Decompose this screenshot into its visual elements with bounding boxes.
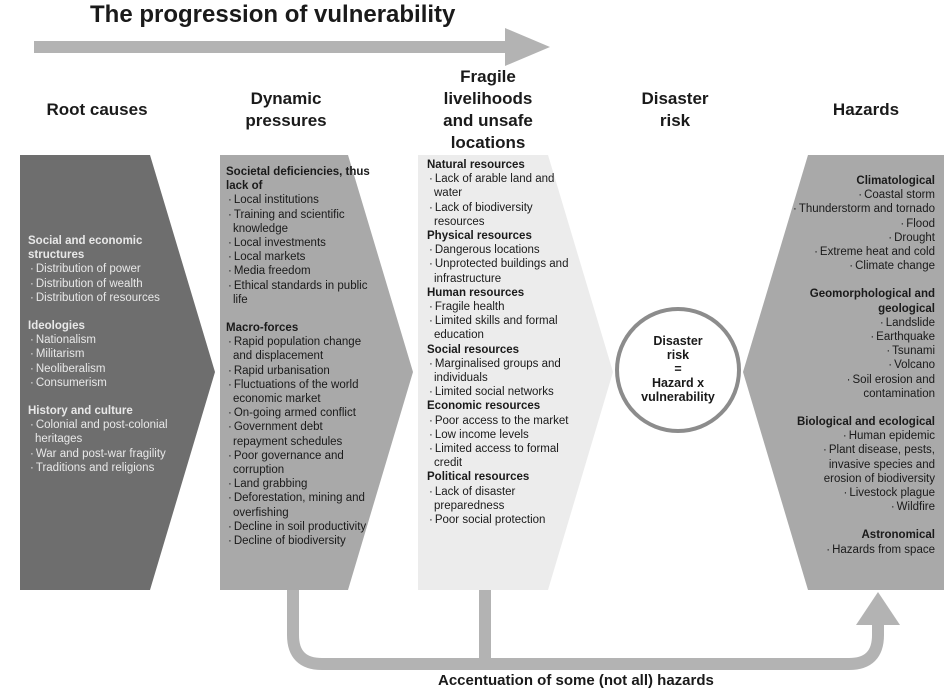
feedback-connector-fragile bbox=[479, 588, 491, 658]
equation-line-4: Hazard x bbox=[651, 376, 705, 390]
disaster-risk-circle bbox=[615, 307, 741, 433]
section-gap bbox=[28, 390, 173, 404]
list-item: On-going armed conflict bbox=[226, 406, 376, 420]
equation-line-1: Disaster bbox=[653, 334, 703, 348]
list-item: Lack of arable land and water bbox=[427, 172, 577, 200]
list-item: Landslide bbox=[790, 316, 935, 330]
section-title: Astronomical bbox=[861, 529, 936, 542]
header-fragile-livelihoods: Fragile livelihoods and unsafe locations bbox=[443, 67, 533, 152]
section-title: Physical resources bbox=[427, 230, 532, 243]
section-title: Social and economic structures bbox=[28, 235, 143, 262]
section-title: Political resources bbox=[427, 471, 530, 484]
list-item: Thunderstorm and tornado bbox=[790, 202, 935, 216]
list-item: Low income levels bbox=[427, 428, 577, 442]
page-title: The progression of vulnerability bbox=[90, 1, 456, 28]
list-item: Human epidemic bbox=[790, 429, 935, 443]
list-item: Poor social protection bbox=[427, 513, 577, 527]
list-item: Drought bbox=[790, 231, 935, 245]
list-item: Flood bbox=[790, 217, 935, 231]
list-item: Neoliberalism bbox=[28, 362, 173, 376]
list-item: Rapid population change and displacement bbox=[226, 335, 376, 363]
list-item: Climate change bbox=[790, 259, 935, 273]
equation-line-3: = bbox=[674, 362, 682, 376]
section-gap bbox=[226, 307, 376, 321]
list-item: Local markets bbox=[226, 250, 376, 264]
list-item: Extreme heat and cold bbox=[790, 245, 935, 259]
fragile-livelihoods-list: Natural resourcesLack of arable land and… bbox=[427, 158, 577, 527]
header-root-causes: Root causes bbox=[46, 100, 148, 119]
equation-line-2: risk bbox=[666, 348, 690, 362]
list-item: Colonial and post-colonial heritages bbox=[28, 418, 173, 446]
list-item: Limited social networks bbox=[427, 385, 577, 399]
section-gap bbox=[28, 305, 173, 319]
list-item: Local investments bbox=[226, 236, 376, 250]
list-item: Hazards from space bbox=[790, 543, 935, 557]
list-item: Distribution of wealth bbox=[28, 277, 173, 291]
list-item: War and post-war fragility bbox=[28, 447, 173, 461]
feedback-arrow-path bbox=[287, 588, 884, 670]
section-gap bbox=[790, 401, 935, 415]
list-item: Soil erosion and contamination bbox=[790, 373, 935, 401]
list-item: Limited skills and formal education bbox=[427, 314, 577, 342]
feedback-label: Accentuation of some (not all) hazards bbox=[438, 672, 714, 689]
section-title: Social resources bbox=[427, 343, 520, 356]
list-item: Local institutions bbox=[226, 193, 376, 207]
list-item: Earthquake bbox=[790, 330, 935, 344]
list-item: Nationalism bbox=[28, 333, 173, 347]
feedback-arrow-head bbox=[856, 592, 900, 625]
equation-line-5: vulnerability bbox=[641, 390, 715, 404]
section-title: Biological and ecological bbox=[796, 416, 935, 429]
list-item: Distribution of resources bbox=[28, 291, 173, 305]
list-item: Training and scientific knowledge bbox=[226, 208, 376, 236]
list-item: Ethical standards in public life bbox=[226, 279, 376, 307]
root-causes-list: Social and economic structuresDistributi… bbox=[28, 234, 173, 475]
list-item: Government debt repayment schedules bbox=[226, 420, 376, 448]
list-item: Traditions and religions bbox=[28, 461, 173, 475]
section-gap bbox=[790, 273, 935, 287]
list-item: Decline in soil productivity bbox=[226, 520, 376, 534]
list-item: Limited access to formal credit bbox=[427, 442, 577, 470]
section-title: Natural resources bbox=[427, 159, 525, 171]
list-item: Wildfire bbox=[790, 500, 935, 514]
header-dynamic-pressures: Dynamic pressures bbox=[245, 89, 327, 130]
list-item: Poor governance and corruption bbox=[226, 449, 376, 477]
disaster-risk-equation: Disaster risk = Hazard x vulnerability bbox=[622, 334, 734, 404]
header-hazards: Hazards bbox=[832, 100, 900, 119]
list-item: Dangerous locations bbox=[427, 243, 577, 257]
section-gap bbox=[790, 514, 935, 528]
header-disaster-risk: Disaster risk bbox=[641, 89, 709, 130]
list-item: Fluctuations of the world economic marke… bbox=[226, 378, 376, 406]
list-item: Rapid urbanisation bbox=[226, 364, 376, 378]
section-title: Macro-forces bbox=[226, 322, 299, 335]
list-item: Fragile health bbox=[427, 300, 577, 314]
progression-arrow bbox=[34, 28, 550, 66]
list-item: Lack of disaster preparedness bbox=[427, 485, 577, 513]
section-title: Economic resources bbox=[427, 400, 541, 413]
dynamic-pressures-list: Societal deficiencies, thus lack ofLocal… bbox=[226, 165, 376, 548]
hazards-list: ClimatologicalCoastal stormThunderstorm … bbox=[790, 174, 935, 557]
section-title: Climatological bbox=[856, 175, 935, 187]
list-item: Poor access to the market bbox=[427, 414, 577, 428]
section-title: Human resources bbox=[427, 286, 525, 299]
list-item: Marginalised groups and individuals bbox=[427, 357, 577, 385]
list-item: Coastal storm bbox=[790, 188, 935, 202]
list-item: Media freedom bbox=[226, 264, 376, 278]
list-item: Unprotected buildings and infrastructure bbox=[427, 257, 577, 285]
list-item: Volcano bbox=[790, 358, 935, 372]
list-item: Decline of biodiversity bbox=[226, 534, 376, 548]
list-item: Tsunami bbox=[790, 344, 935, 358]
list-item: Plant disease, pests, invasive species a… bbox=[790, 443, 935, 486]
list-item: Deforestation, mining and overfishing bbox=[226, 491, 376, 519]
section-title: Ideologies bbox=[28, 320, 85, 333]
section-title: Societal deficiencies, thus lack of bbox=[226, 166, 370, 193]
section-title: History and culture bbox=[28, 405, 133, 418]
list-item: Lack of biodiversity resources bbox=[427, 201, 577, 229]
list-item: Militarism bbox=[28, 347, 173, 361]
list-item: Consumerism bbox=[28, 376, 173, 390]
list-item: Land grabbing bbox=[226, 477, 376, 491]
section-title: Geomorphological and geological bbox=[809, 288, 935, 315]
list-item: Livestock plague bbox=[790, 486, 935, 500]
list-item: Distribution of power bbox=[28, 262, 173, 276]
